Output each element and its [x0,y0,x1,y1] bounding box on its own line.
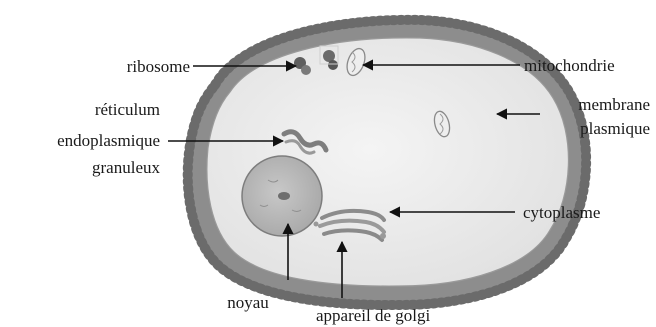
label-membrane-line2: plasmique [530,118,650,139]
nucleus [242,156,322,236]
label-noyau: noyau [218,292,278,313]
label-reticulum-line3: granuleux [0,157,160,178]
label-reticulum-line2: endoplasmique [0,130,160,151]
label-reticulum-line1: réticulum [0,99,160,120]
label-golgi: appareil de golgi [316,305,476,326]
label-cytoplasme: cytoplasme [523,202,643,223]
label-membrane-line1: membrane [530,94,650,115]
label-ribosome: ribosome [70,56,190,77]
label-mitochondrie: mitochondrie [524,55,654,76]
